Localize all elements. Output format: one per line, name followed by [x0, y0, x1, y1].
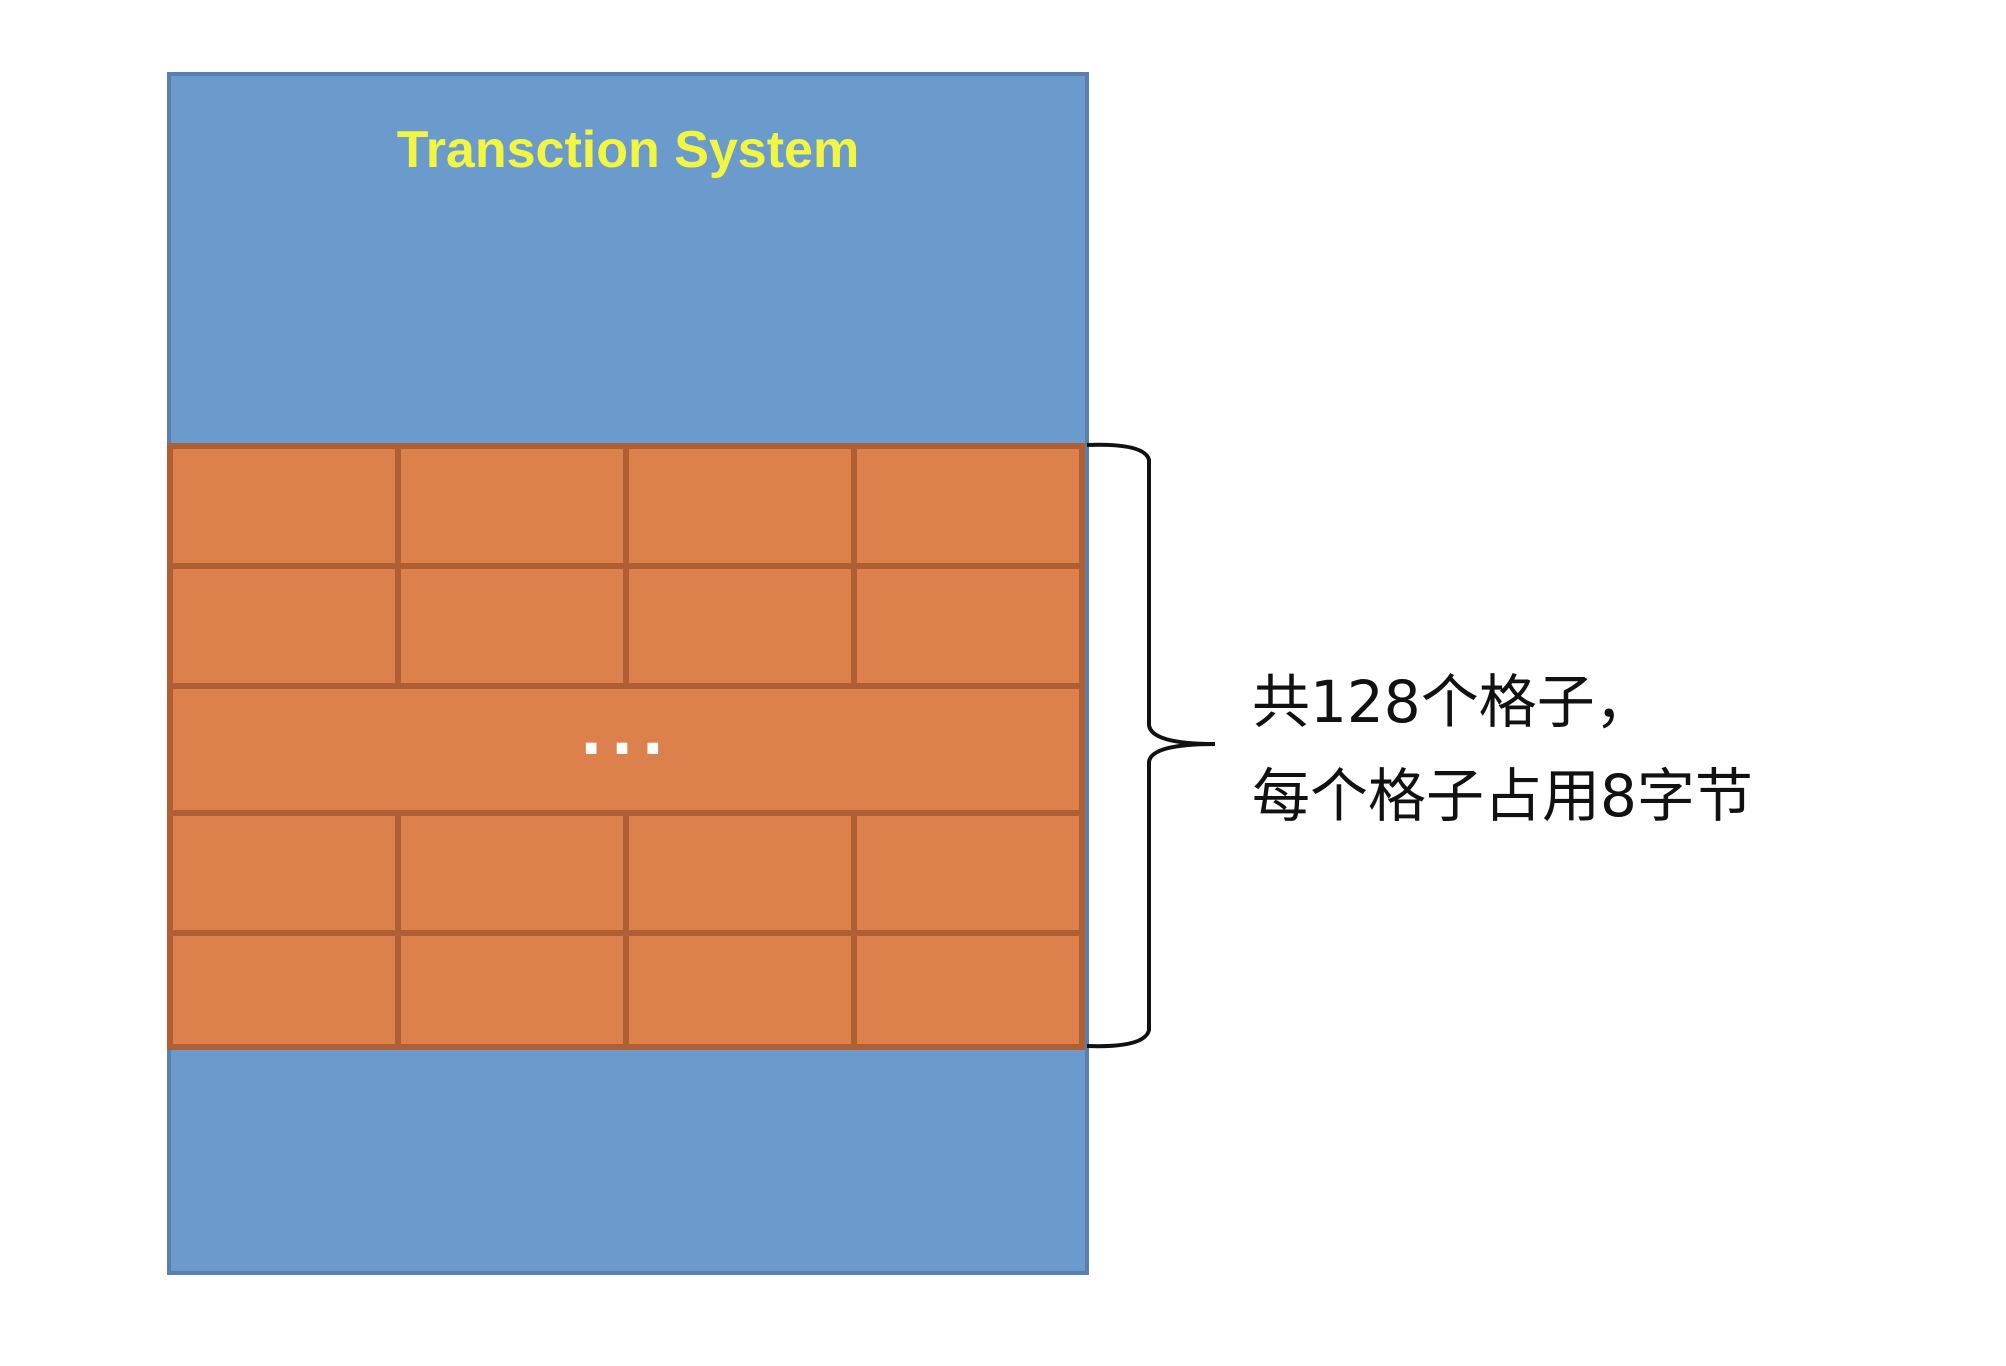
- grid-row: [173, 816, 1079, 936]
- curly-brace-icon: [1086, 442, 1216, 1049]
- grid-row: [173, 569, 1079, 689]
- grid-cell: [401, 816, 629, 930]
- grid-cell: [857, 816, 1079, 930]
- grid-cell: [173, 449, 401, 563]
- annotation-line-2: 每个格子占用8字节: [1252, 762, 1753, 830]
- grid-cell: [173, 816, 401, 930]
- grid-cell: [173, 569, 401, 683]
- grid-cell: [401, 569, 629, 683]
- grid-cell: [629, 569, 857, 683]
- annotation-text: 共128个格子， 每个格子占用8字节: [1252, 655, 1753, 843]
- slot-grid: ...: [167, 443, 1085, 1050]
- grid-cell: [857, 936, 1079, 1044]
- grid-cell: [629, 449, 857, 563]
- grid-cell: [857, 569, 1079, 683]
- grid-cell: [629, 936, 857, 1044]
- grid-cell: [173, 936, 401, 1044]
- grid-cell: [401, 449, 629, 563]
- grid-cell: [857, 449, 1079, 563]
- annotation-line-1: 共128个格子，: [1252, 668, 1653, 736]
- grid-row: [173, 449, 1079, 569]
- system-title: Transction System: [396, 121, 860, 179]
- grid-cell: [629, 816, 857, 930]
- ellipsis-row: ...: [173, 689, 1079, 816]
- ellipsis: ...: [579, 699, 673, 769]
- grid-cell: [401, 936, 629, 1044]
- grid-row: [173, 936, 1079, 1044]
